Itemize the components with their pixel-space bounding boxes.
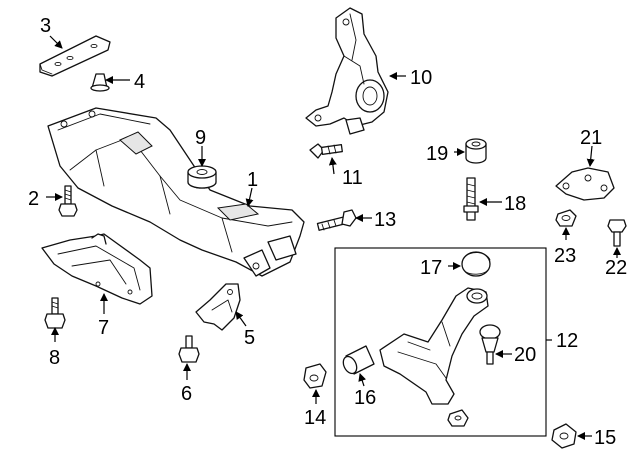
part-14-nut[interactable] [303, 363, 327, 389]
callout-14: 14 [304, 407, 326, 429]
part-8-bolt[interactable] [44, 297, 66, 329]
callout-2: 2 [28, 188, 39, 210]
part-16-bushing[interactable] [341, 345, 375, 376]
part-2-bolt[interactable] [58, 185, 78, 217]
part-20-ball-joint[interactable] [479, 324, 501, 365]
part-22-bolt[interactable] [607, 219, 627, 247]
part-18-stud[interactable] [463, 177, 479, 221]
callout-8: 8 [49, 347, 60, 369]
part-9-bushing[interactable] [187, 165, 217, 189]
leader-lines [46, 35, 621, 440]
part-15-nut[interactable] [551, 423, 577, 449]
callout-13: 13 [374, 209, 396, 231]
part-17-bushing[interactable] [461, 251, 491, 277]
callout-5: 5 [244, 327, 255, 349]
callout-4: 4 [134, 71, 145, 93]
callout-labels: 3 4 1 2 9 7 8 5 6 10 11 13 19 18 21 23 2… [28, 15, 627, 449]
callout-20: 20 [514, 344, 536, 366]
callout-22: 22 [605, 257, 627, 279]
part-19-bushing[interactable] [465, 138, 487, 164]
callout-18: 18 [504, 193, 526, 215]
callout-3: 3 [40, 15, 51, 37]
callout-23: 23 [554, 245, 576, 267]
part-12-assembly-box [334, 247, 547, 437]
part-1-crossmember[interactable] [47, 107, 305, 277]
part-10-knuckle[interactable] [305, 7, 389, 135]
part-12-control-arm[interactable] [379, 287, 489, 405]
callout-6: 6 [181, 383, 192, 405]
part-5-bracket[interactable] [195, 283, 241, 331]
part-3-bracket-plate[interactable] [39, 35, 111, 77]
callout-12: 12 [556, 330, 578, 352]
callout-10: 10 [410, 67, 432, 89]
callout-21: 21 [580, 127, 602, 149]
callout-11: 11 [342, 167, 363, 189]
callout-7: 7 [98, 317, 109, 339]
callout-1: 1 [247, 169, 258, 191]
part-13-bolt[interactable] [316, 209, 357, 231]
part-6-bolt[interactable] [178, 335, 200, 363]
arm-nut[interactable] [447, 409, 469, 427]
part-11-bolt[interactable] [309, 143, 343, 159]
part-7-heat-shield[interactable] [41, 233, 153, 305]
callout-19: 19 [426, 143, 448, 165]
part-23-nut[interactable] [555, 209, 577, 227]
callout-17: 17 [420, 257, 442, 279]
callout-9: 9 [195, 127, 206, 149]
part-21-bracket[interactable] [555, 167, 615, 201]
callout-15: 15 [594, 427, 616, 449]
part-4-stopper[interactable] [90, 73, 110, 92]
callout-16: 16 [354, 387, 376, 409]
